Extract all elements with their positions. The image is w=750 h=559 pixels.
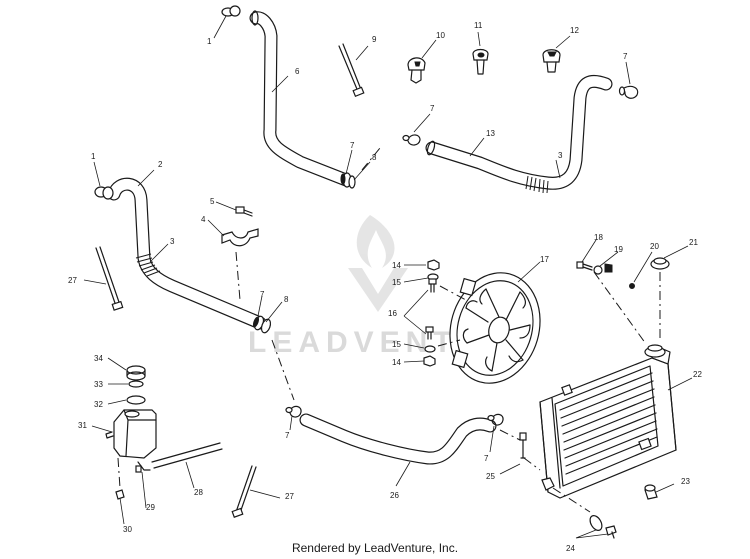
callout-19: 19 [614, 245, 623, 254]
callout-34: 34 [94, 354, 103, 363]
hose-2 [107, 177, 267, 330]
callout-18: 18 [594, 233, 603, 242]
clamp-1-hose-2 [94, 186, 114, 200]
reservoir-31 [105, 409, 157, 459]
seal-32 [126, 395, 146, 405]
callout-32: 32 [94, 400, 103, 409]
callout-8: 8 [372, 153, 377, 162]
seal-33 [128, 380, 144, 388]
drain-24 [589, 515, 617, 539]
callout-14: 14 [392, 358, 401, 367]
callout-27: 27 [285, 492, 294, 501]
callout-15: 15 [392, 340, 401, 349]
callout-5: 5 [210, 197, 215, 206]
callout-16: 16 [388, 309, 397, 318]
callout-28: 28 [194, 488, 203, 497]
callout-9: 9 [372, 35, 377, 44]
callout-25: 25 [486, 472, 495, 481]
fan-assembly-17 [449, 272, 541, 384]
callout-1: 1 [207, 37, 212, 46]
callout-31: 31 [78, 421, 87, 430]
radiator-22 [539, 344, 677, 499]
leader-lines [83, 15, 693, 539]
clamp-7-hose-26-right [487, 413, 504, 426]
cap-21 [650, 257, 670, 270]
tie-strap-27-bottom [231, 465, 257, 518]
clamp-7-hose-13-left [402, 134, 421, 146]
callout-30: 30 [123, 525, 132, 534]
hose-13 [425, 74, 613, 194]
hose-6 [249, 10, 353, 187]
callout-numbers: 1 6 9 10 11 12 7 7 13 3 7 8 1 2 3 5 4 27… [68, 21, 702, 553]
callout-12: 12 [570, 26, 579, 35]
fitting-30 [115, 489, 125, 500]
callout-7: 7 [285, 431, 290, 440]
callout-6: 6 [295, 67, 300, 76]
callout-17: 17 [540, 255, 549, 264]
bolt-16-bottom [425, 326, 434, 340]
callout-21: 21 [689, 238, 698, 247]
nut-20 [629, 283, 635, 289]
callout-20: 20 [650, 242, 659, 251]
callout-23: 23 [681, 477, 690, 486]
callout-7: 7 [430, 104, 435, 113]
clamp-7-hose-26-left [285, 405, 302, 418]
footer-credit: Rendered by LeadVenture, Inc. [291, 541, 459, 555]
bolt-16-top [428, 278, 437, 293]
hose-26 [299, 413, 497, 465]
callout-26: 26 [390, 491, 399, 500]
assembly-lines [117, 147, 661, 513]
callout-7: 7 [350, 141, 355, 150]
callout-8: 8 [284, 295, 289, 304]
callout-10: 10 [436, 31, 445, 40]
callout-2: 2 [158, 160, 163, 169]
tie-strap-27-left [95, 246, 124, 311]
clamp-7-hose-13-top [618, 85, 639, 99]
callout-3: 3 [170, 237, 175, 246]
nut-14-bottom [423, 355, 436, 367]
callout-33: 33 [94, 380, 103, 389]
washer-19 [593, 263, 613, 275]
callout-1: 1 [91, 152, 96, 161]
callout-22: 22 [693, 370, 702, 379]
callout-3: 3 [558, 151, 563, 160]
callout-4: 4 [201, 215, 206, 224]
bracket-4 [221, 228, 259, 247]
clamp-7-8-hose-6 [340, 172, 356, 189]
overflow-hose-28 [151, 442, 223, 469]
washer-15-bottom [424, 345, 436, 353]
callout-11: 11 [474, 21, 483, 30]
callout-27: 27 [68, 276, 77, 285]
callout-14: 14 [392, 261, 401, 270]
clip-10 [407, 57, 426, 84]
callout-29: 29 [146, 503, 155, 512]
clip-12 [542, 49, 561, 73]
nut-14-top [427, 259, 440, 271]
bolt-5 [235, 206, 253, 217]
plug-23 [644, 484, 658, 500]
callout-7: 7 [260, 290, 265, 299]
callout-24: 24 [566, 544, 575, 553]
callout-13: 13 [486, 129, 495, 138]
sensor-25 [519, 432, 527, 459]
bolt-18 [576, 261, 593, 271]
callout-7: 7 [484, 454, 489, 463]
tie-strap-9 [338, 43, 365, 98]
cap-34 [126, 365, 146, 381]
clamp-1-top [221, 5, 241, 17]
fitting-29 [135, 461, 151, 473]
clip-11 [472, 48, 489, 75]
watermark-logo [348, 215, 408, 312]
callout-7: 7 [623, 52, 628, 61]
callout-15: 15 [392, 278, 401, 287]
